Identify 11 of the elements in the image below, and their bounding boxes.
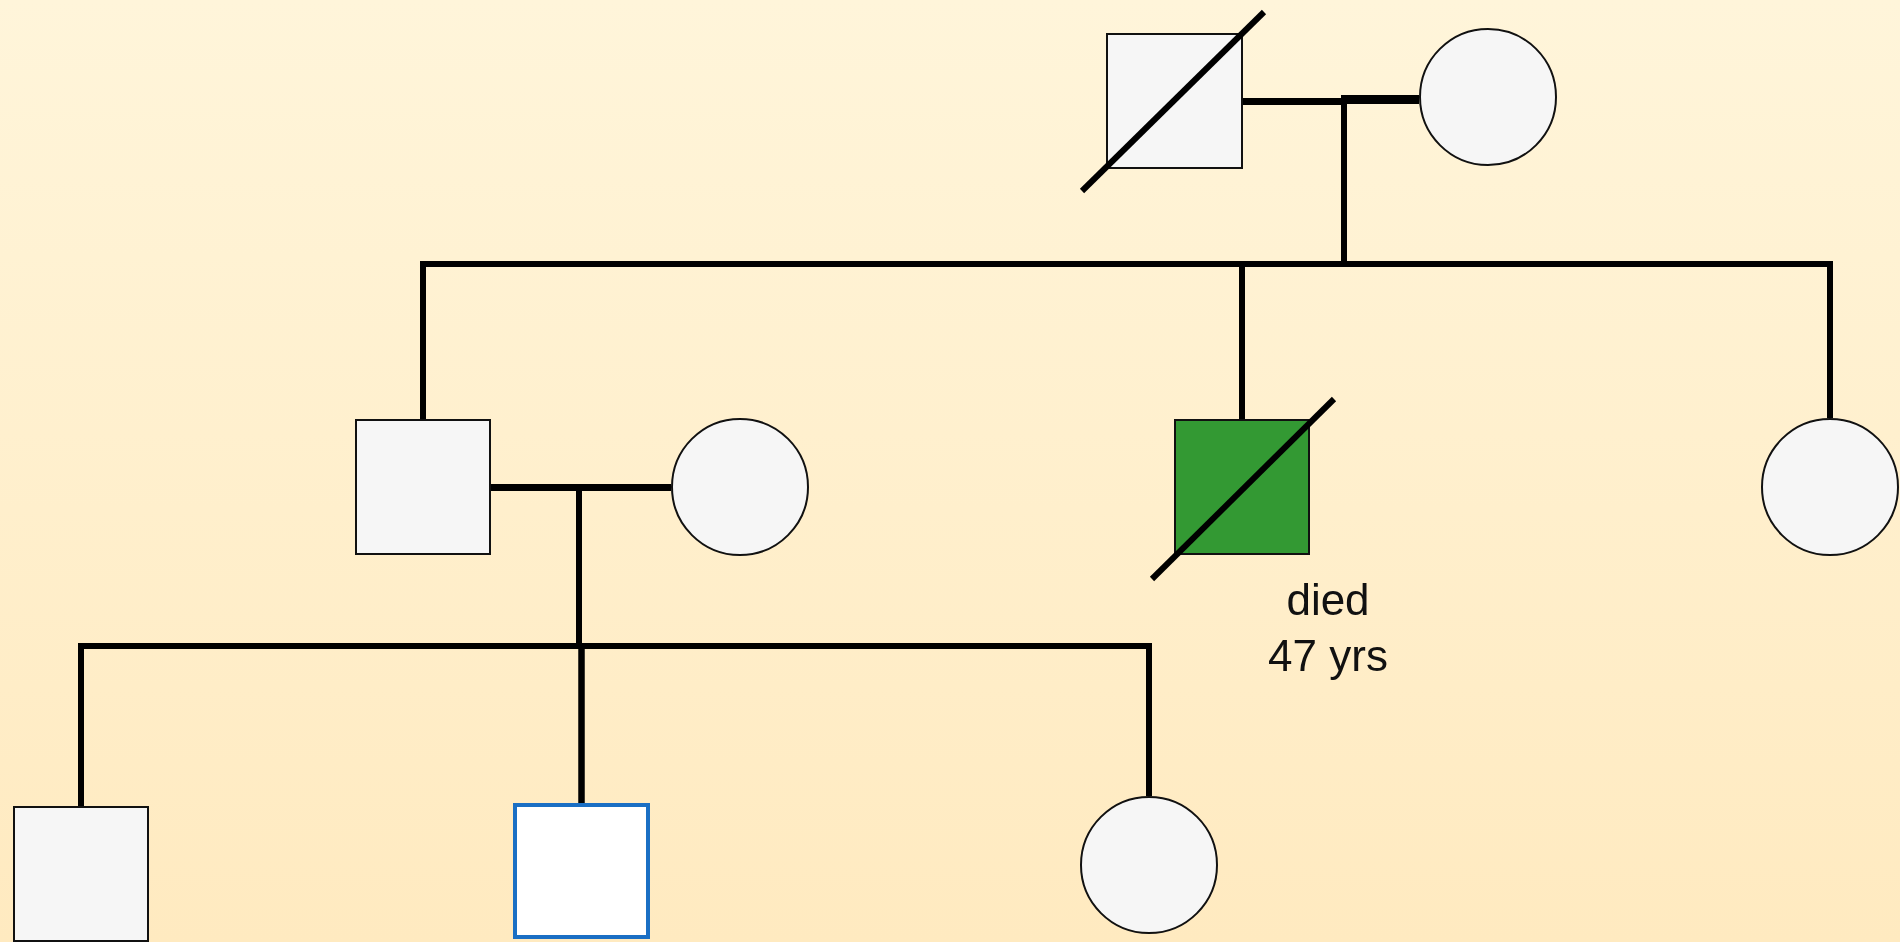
- square-symbol: [513, 803, 650, 939]
- circle-symbol: [1080, 796, 1218, 934]
- square-symbol: [13, 806, 149, 942]
- square-symbol: [355, 419, 491, 555]
- circle-symbol: [1761, 418, 1899, 556]
- square-symbol: [1106, 33, 1243, 169]
- circle-symbol: [671, 418, 809, 556]
- circle-symbol: [1419, 28, 1557, 166]
- age-note: died 47 yrs: [1267, 574, 1389, 682]
- family-line: [1243, 98, 1419, 104]
- square-symbol: [1174, 419, 1310, 555]
